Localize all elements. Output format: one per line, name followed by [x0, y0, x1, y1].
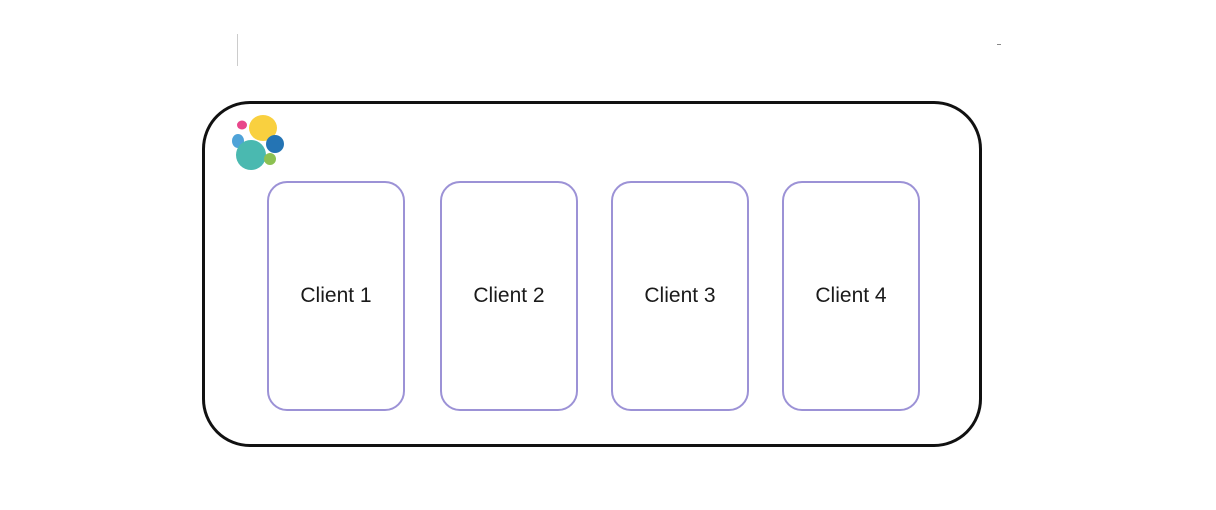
client-box-4: Client 4: [782, 181, 920, 411]
client-box-2: Client 2: [440, 181, 578, 411]
client-label: Client 2: [473, 284, 545, 307]
elastic-logo-icon: [232, 115, 284, 170]
logo-yellow-blob: [249, 115, 277, 141]
client-label: Client 4: [815, 284, 887, 307]
stray-mark: [997, 44, 1001, 45]
client-label: Client 3: [644, 284, 716, 307]
logo-blue-blob: [266, 135, 284, 153]
logo-teal-blob: [236, 140, 266, 170]
logo-pink-blob: [237, 120, 247, 130]
stray-mark: [237, 34, 238, 66]
client-box-1: Client 1: [267, 181, 405, 411]
client-box-3: Client 3: [611, 181, 749, 411]
logo-green-blob: [264, 153, 276, 165]
client-label: Client 1: [300, 284, 372, 307]
